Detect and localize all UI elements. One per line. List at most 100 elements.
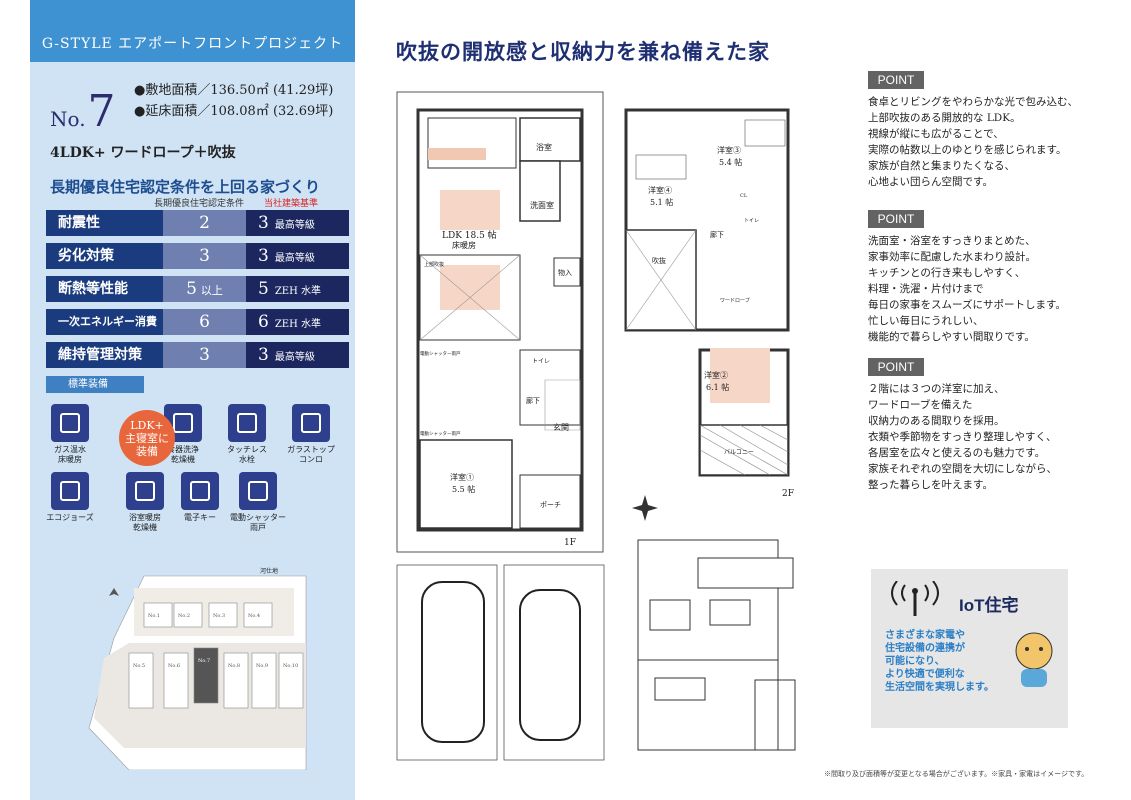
upper-void-label: 上部吹抜 <box>424 261 444 268</box>
car-icon <box>519 589 581 741</box>
compass-icon <box>632 495 658 521</box>
map-lot: No.9 <box>251 652 277 709</box>
void-label: 吹抜 <box>652 256 666 265</box>
map-lot-label: No.3 <box>213 613 225 619</box>
map-lot: No.5 <box>128 652 154 709</box>
performance-name: 劣化対策 <box>46 243 163 269</box>
cert-col-standard: 当社建築基準 <box>264 199 319 209</box>
floor-plans: 浴室 洗面室 LDK 18.5 帖 床暖房 上部吹抜 物入 トイレ 廊下 玄関 … <box>396 91 796 761</box>
map-lot: No.3 <box>208 602 238 628</box>
bath-dryer-icon <box>126 472 164 510</box>
map-lot-label: No.10 <box>283 663 298 669</box>
map-lot-label: No.7 <box>198 658 210 664</box>
map-lot-label: No.6 <box>168 663 180 669</box>
point-badge-1: POINT <box>868 71 924 89</box>
map-lot-label: No.4 <box>248 613 260 619</box>
equipment-item: 浴室暖房乾燥機 <box>115 472 175 533</box>
map-lot: No.1 <box>143 602 173 628</box>
wash-label: 洗面室 <box>530 200 554 210</box>
eco-icon <box>51 472 89 510</box>
project-header <box>30 0 355 62</box>
equipment-badge: LDK+主寝室に装備 <box>119 410 175 466</box>
performance-condition: 2 <box>163 210 246 236</box>
park-label: 河仕地 <box>260 567 278 575</box>
bath-label: 浴室 <box>536 142 552 152</box>
site-area: ●敷地面積／136.50㎡ (41.29坪) <box>134 83 334 98</box>
equipment-label: ガス温水床暖房 <box>54 445 86 464</box>
point-badge-2: POINT <box>868 210 924 228</box>
plan-type: 4LDK+ ワードロープ＋吹抜 <box>50 145 236 161</box>
performance-name: 耐震性 <box>46 210 163 236</box>
toilet-label-2f: トイレ <box>744 218 759 224</box>
room4-size: 5.1 帖 <box>650 197 673 207</box>
car-icon <box>421 581 485 743</box>
cert-heading: 長期優良住宅認定条件を上回る家づくり <box>50 178 321 196</box>
parking-area <box>396 564 605 761</box>
map-lot: No.6 <box>163 652 189 709</box>
stove-icon <box>292 404 330 442</box>
map-lot-label: No.5 <box>133 663 145 669</box>
wifi-signal-icon <box>891 581 939 616</box>
room4-label: 洋室④ <box>648 185 672 195</box>
room2-label: 洋室② <box>704 370 728 380</box>
map-lot-label: No.2 <box>178 613 190 619</box>
room1-size: 5.5 帖 <box>452 484 475 494</box>
area-info: ●敷地面積／136.50㎡ (41.29坪) ●延床面積／108.08㎡ (32… <box>134 80 333 122</box>
performance-name: 断熱等性能 <box>46 276 163 302</box>
hall-label-1f: 廊下 <box>526 396 540 405</box>
lot-number: No.7 <box>50 86 116 137</box>
project-name: G-STYLE エアポートフロントプロジェクト <box>41 36 344 52</box>
performance-condition: 3 <box>163 342 246 368</box>
equipment-item: 電子キー <box>170 472 230 523</box>
shutter-icon <box>239 472 277 510</box>
floor-1f-label: 1F <box>564 538 576 548</box>
equipment-heading: 標準装備 <box>46 376 144 393</box>
footnote: ※間取り及び面積等が変更となる場合がございます。※家具・家電はイメージです。 <box>824 770 1089 778</box>
performance-name: 維持管理対策 <box>46 342 163 368</box>
performance-name: 一次エネルギー消費量 <box>46 309 163 354</box>
equipment-label: タッチレス水栓 <box>227 445 267 464</box>
point-text-1: 食卓とリビングをやわらかな光で包み込む、上部吹抜のある開放的な LDK。視線が縦… <box>868 96 1078 188</box>
equipment-label: エコジョーズ <box>46 513 94 522</box>
map-lot-label: No.9 <box>256 663 268 669</box>
mascot-icon <box>1015 632 1053 687</box>
porch-label: ポーチ <box>540 501 561 509</box>
iot-body: さまざまな家電や住宅設備の連携が可能になり、より快適で便利な生活空間を実現します… <box>885 630 994 693</box>
floor-area: ●延床面積／108.08㎡ (32.69坪) <box>134 104 334 119</box>
point-text-2: 洗面室・浴室をすっきりまとめた、家事効率に配慮した水まわり設計。キッチンとの行き… <box>868 235 1066 343</box>
equipment-label: 電動シャッター雨戸 <box>230 513 286 532</box>
equipment-label: 浴室暖房乾燥機 <box>129 513 161 532</box>
equipment-label: ガラストップコンロ <box>287 445 335 464</box>
map-lot: No.10 <box>278 652 304 709</box>
headline: 吹抜の開放感と収納力を兼ね備えた家 <box>396 39 770 64</box>
floor-2f-label: 2F <box>782 489 794 499</box>
map-lot-label: No.1 <box>148 613 160 619</box>
storage-label: 物入 <box>558 268 572 277</box>
lot-prefix: No. <box>50 107 86 131</box>
map-lot-label: No.8 <box>228 663 240 669</box>
site-map: 河仕地 No.1 No.2 No.3 No.4No.5 No.6 No.7No.8 No.9… <box>74 548 344 770</box>
point-text-3: ２階には３つの洋室に加え、ワードローブを備えた収納力のある間取りを採用。衣類や季… <box>868 383 1057 491</box>
map-lot: No.7 <box>193 647 219 704</box>
equipment-item: ガス温水床暖房 <box>40 404 100 465</box>
room3-size: 5.4 帖 <box>719 157 742 167</box>
iot-box: IoT住宅 さまざまな家電や住宅設備の連携が可能になり、より快適で便利な生活空間… <box>871 569 1068 728</box>
floor-2f: 洋室③ 5.4 帖 洋室④ 5.1 帖 吹抜 廊下 トイレ ワードローブ 洋室②… <box>624 108 794 499</box>
cert-col-condition: 長期優良住宅認定条件 <box>154 199 245 209</box>
map-lot: No.4 <box>243 602 273 628</box>
shutter-label-1: 電動シャッター雨戸 <box>420 350 461 357</box>
ldk-label: LDK 18.5 帖 <box>442 229 497 241</box>
toilet-label-1f: トイレ <box>532 358 550 365</box>
room1-label: 洋室① <box>450 472 474 482</box>
room3-label: 洋室③ <box>717 145 741 155</box>
front-elevation <box>637 539 796 751</box>
performance-row: 一次エネルギー消費量66ZEH 水準 <box>46 309 349 354</box>
